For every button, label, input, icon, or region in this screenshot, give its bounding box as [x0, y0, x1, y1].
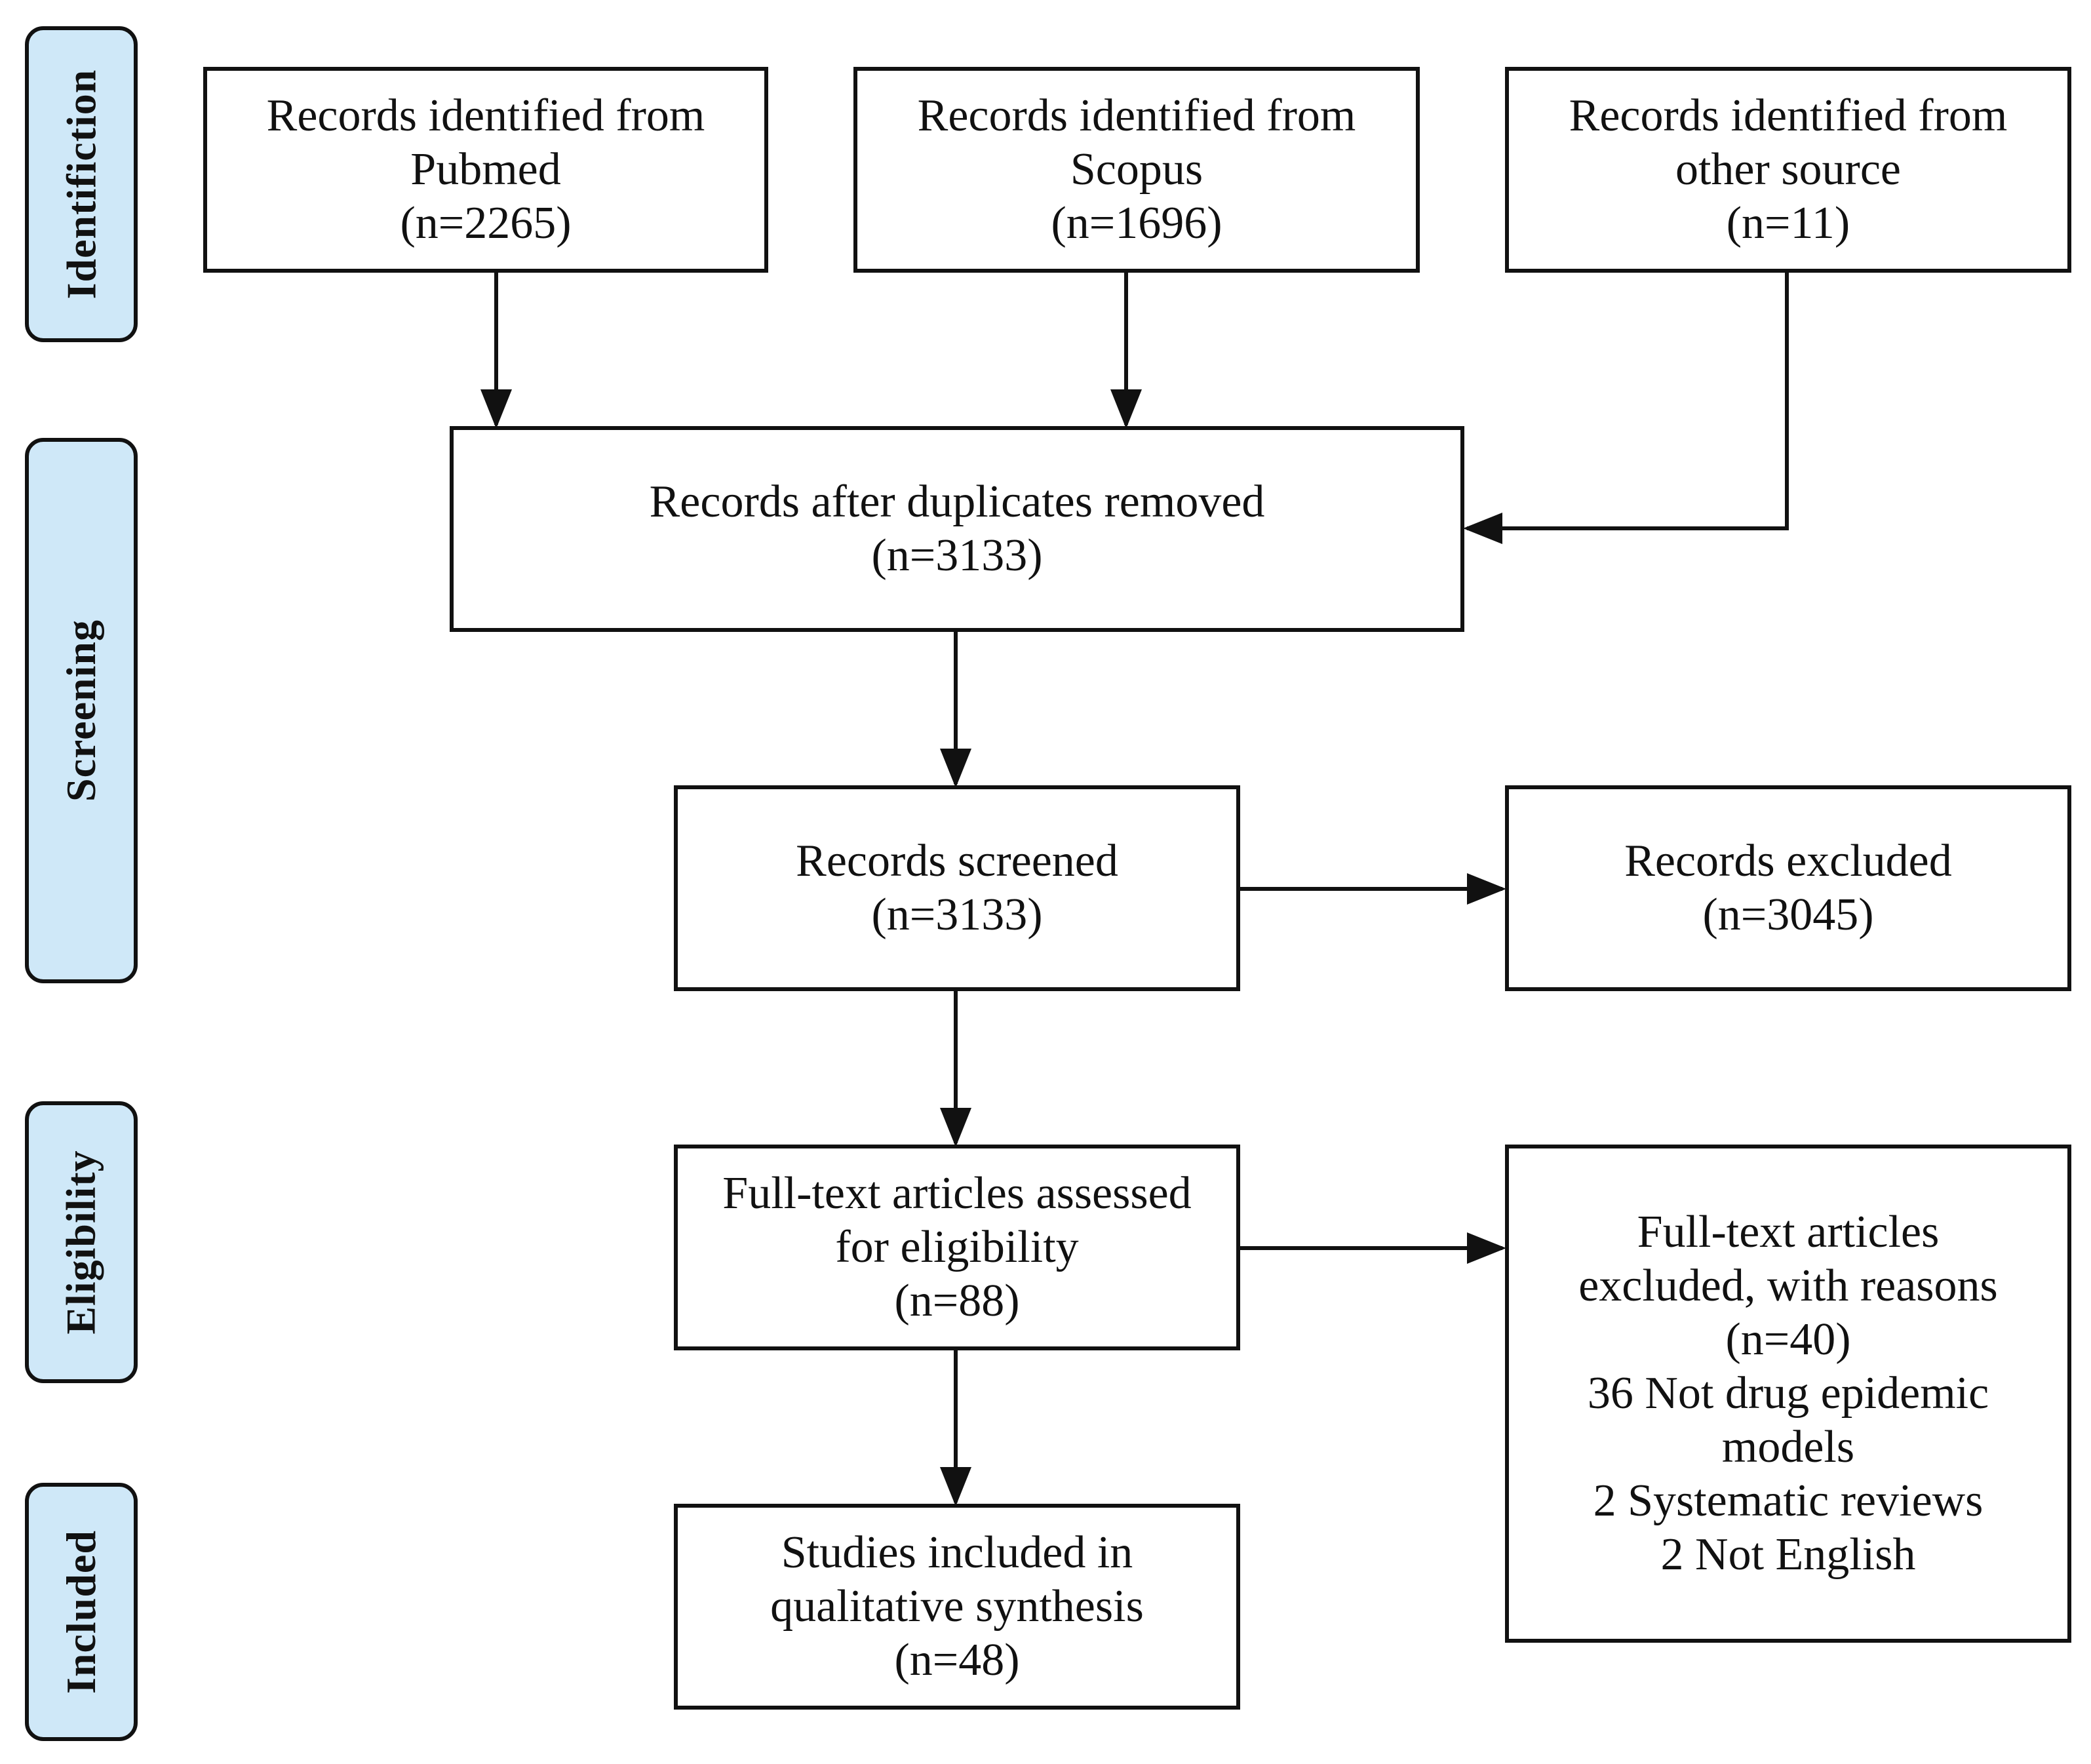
box-fulltext-excluded-line: excluded, with reasons — [1578, 1261, 1998, 1311]
box-scopus-line: Scopus — [1070, 144, 1203, 195]
box-fulltext-excluded-line: 2 Systematic reviews — [1593, 1476, 1984, 1526]
box-fulltext-line: (n=88) — [894, 1276, 1020, 1326]
phase-label-screening: Screening — [58, 619, 104, 802]
phase-included: Included — [25, 1483, 138, 1741]
box-records-excluded: Records excluded (n=3045) — [1505, 785, 2071, 991]
box-other-line: Records identified from — [1569, 90, 2008, 141]
box-fulltext-line: Full-text articles assessed — [722, 1168, 1192, 1219]
box-fulltext-excluded-line: 2 Not English — [1660, 1529, 1916, 1580]
arrow-other-to-duplicates — [1463, 271, 1789, 544]
box-after-duplicates: Records after duplicates removed (n=3133… — [450, 426, 1464, 632]
box-scopus-line: Records identified from — [917, 90, 1356, 141]
box-after-duplicates-line: Records after duplicates removed — [649, 477, 1265, 527]
box-pubmed-line: Pubmed — [410, 144, 561, 195]
phase-screening: Screening — [25, 438, 138, 983]
phase-identification: Identifiction — [25, 26, 138, 342]
box-other-source: Records identified from other source (n=… — [1505, 67, 2071, 273]
box-after-duplicates-line: (n=3133) — [871, 530, 1043, 581]
box-excluded-line: (n=3045) — [1702, 890, 1874, 940]
box-included-line: (n=48) — [894, 1635, 1020, 1685]
box-records-screened: Records screened (n=3133) — [674, 785, 1240, 991]
box-excluded-line: Records excluded — [1624, 836, 1952, 886]
box-fulltext-line: for eligibility — [835, 1222, 1079, 1272]
box-fulltext-excluded-line: (n=40) — [1725, 1314, 1851, 1365]
box-other-line: (n=11) — [1726, 198, 1850, 248]
box-fulltext-assessed: Full-text articles assessed for eligibil… — [674, 1145, 1240, 1350]
box-fulltext-excluded-line: Full-text articles — [1637, 1207, 1940, 1257]
box-pubmed: Records identified from Pubmed (n=2265) — [203, 67, 768, 273]
phase-label-identification: Identifiction — [58, 69, 104, 300]
phase-label-eligibility: Eligibility — [58, 1150, 104, 1335]
box-included-line: Studies included in — [781, 1527, 1133, 1578]
box-pubmed-line: (n=2265) — [400, 198, 572, 248]
box-fulltext-excluded-line: 36 Not drug epidemic — [1587, 1368, 1989, 1419]
box-fulltext-excluded-line: models — [1721, 1422, 1855, 1472]
box-scopus: Records identified from Scopus (n=1696) — [853, 67, 1420, 273]
box-screened-line: Records screened — [796, 836, 1118, 886]
box-studies-included: Studies included in qualitative synthesi… — [674, 1504, 1240, 1710]
phase-eligibility: Eligibility — [25, 1101, 138, 1383]
box-included-line: qualitative synthesis — [770, 1581, 1144, 1632]
box-other-line: other source — [1675, 144, 1902, 195]
box-fulltext-excluded: Full-text articles excluded, with reason… — [1505, 1145, 2071, 1643]
box-pubmed-line: Records identified from — [266, 90, 705, 141]
box-scopus-line: (n=1696) — [1051, 198, 1222, 248]
box-screened-line: (n=3133) — [871, 890, 1043, 940]
phase-label-included: Included — [58, 1530, 104, 1694]
